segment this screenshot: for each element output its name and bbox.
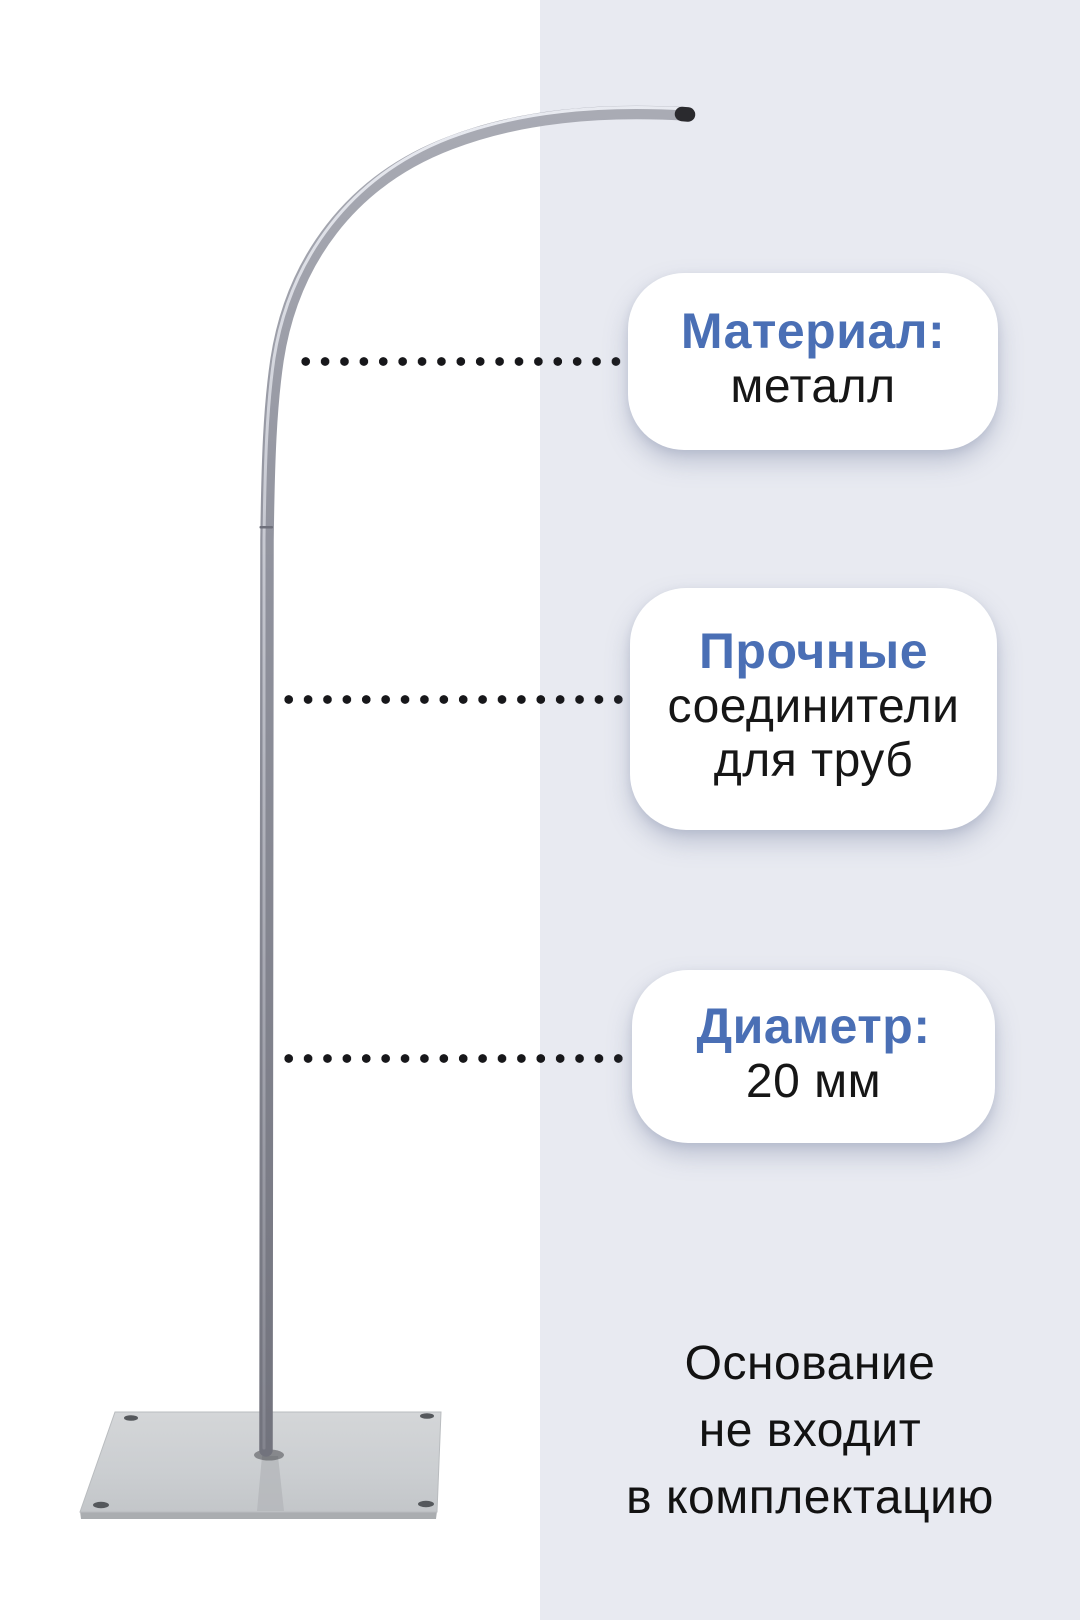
- callout-heading-diameter: Диаметр:: [696, 997, 931, 1054]
- pole-contact-shadow: [254, 1449, 284, 1461]
- corner-hole: [124, 1415, 138, 1421]
- pole-seam: [259, 526, 273, 529]
- callout-card-diameter: Диаметр: 20 мм: [632, 970, 995, 1143]
- dotted-leader-line-connectors: [279, 695, 630, 704]
- dotted-leader-line-material: [296, 357, 628, 366]
- base-plate: [79, 1411, 442, 1519]
- note-line-2: не входит: [698, 1404, 922, 1457]
- callout-card-connectors: Прочные соединители для труб: [630, 588, 997, 830]
- callout-value-connectors-line1: соединители: [667, 680, 960, 734]
- callout-value-material: металл: [730, 359, 896, 413]
- pole-reflection: [257, 1456, 284, 1511]
- dotted-leader-line-diameter: [279, 1054, 632, 1063]
- callout-card-material: Материал: металл: [628, 273, 998, 450]
- callout-heading-material: Материал:: [680, 302, 946, 359]
- corner-hole: [418, 1500, 434, 1508]
- corner-hole: [420, 1413, 434, 1419]
- corner-hole: [93, 1501, 109, 1509]
- note-line-1: Основание: [684, 1337, 936, 1390]
- note-line-3: в комплектацию: [626, 1471, 994, 1524]
- callout-heading-connectors: Прочные: [698, 623, 928, 680]
- note-base-not-included: Основание не входит в комплектацию: [540, 1330, 1080, 1531]
- callout-value-diameter: 20 мм: [745, 1054, 882, 1108]
- callout-value-connectors-line2: для труб: [713, 734, 914, 787]
